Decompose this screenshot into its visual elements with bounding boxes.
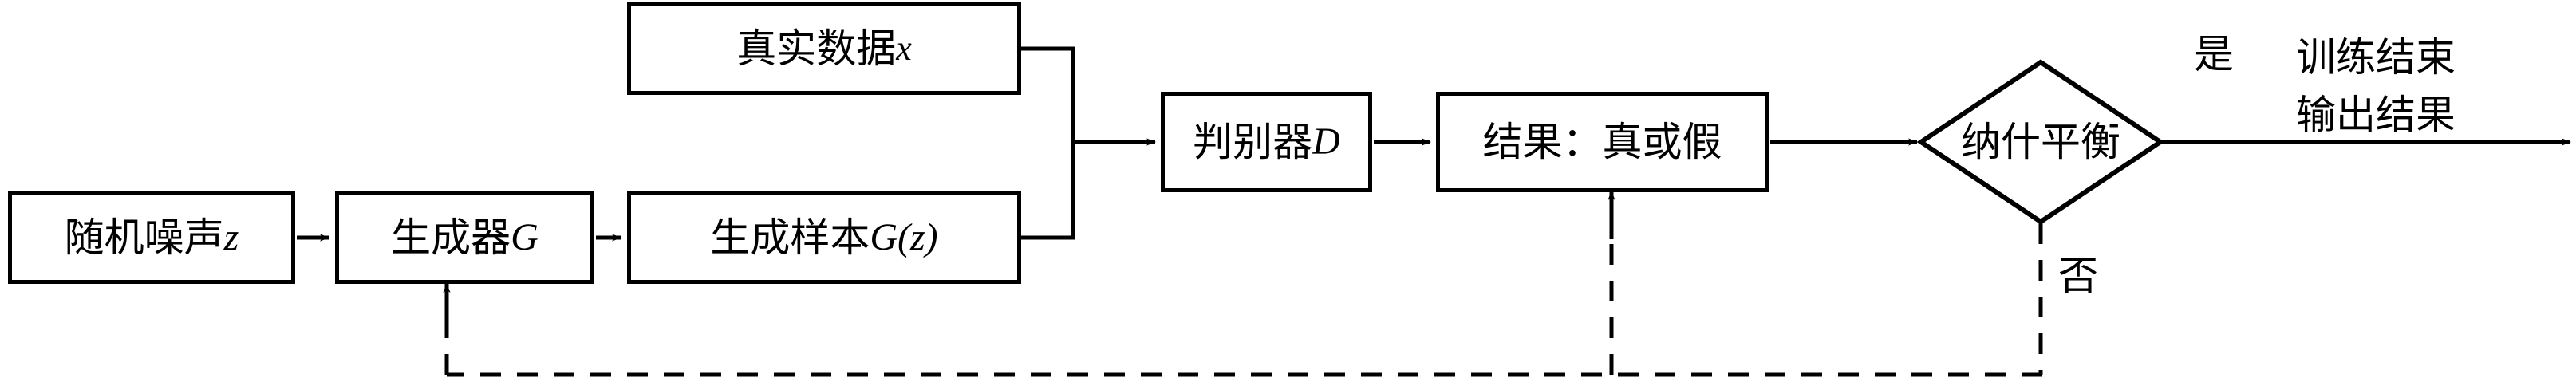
yes-branch-text: 是 — [2194, 31, 2234, 77]
no-branch-text: 否 — [2058, 253, 2098, 299]
node-nash-equilibrium[interactable]: 纳什平衡 — [1921, 114, 2160, 170]
node-random-noise-label: 随机噪声 — [64, 215, 224, 261]
yes-branch-label: 是 — [2194, 33, 2234, 76]
node-generated-sample-var: G(z) — [870, 216, 938, 258]
node-discriminator-var: D — [1312, 120, 1340, 163]
node-real-data-label: 真实数据 — [736, 26, 897, 72]
node-real-data-var: x — [896, 29, 912, 68]
node-generator-label: 生成器 — [391, 215, 511, 261]
nash-diamond-shape — [1916, 59, 2165, 225]
training-output-label: 训练结束 输出结果 — [2296, 35, 2456, 137]
node-result[interactable]: 结果：真或假 — [1436, 92, 1769, 192]
node-nash-equilibrium-label: 纳什平衡 — [1961, 119, 2120, 165]
training-output-line1: 训练结束 — [2296, 34, 2456, 81]
edge-realdata-to-discriminator — [1021, 46, 1075, 142]
node-generator-var: G — [511, 216, 538, 258]
node-result-label: 结果：真或假 — [1482, 119, 1722, 165]
no-branch-label: 否 — [2058, 255, 2098, 297]
node-generated-sample-label: 生成样本 — [710, 215, 870, 261]
edge-sample-to-discriminator — [1021, 142, 1075, 240]
node-generated-sample[interactable]: 生成样本 G(z) — [627, 191, 1021, 284]
node-random-noise-var: z — [223, 216, 239, 258]
node-discriminator-label: 判别器 — [1193, 119, 1313, 165]
training-output-line2: 输出结果 — [2296, 92, 2456, 138]
